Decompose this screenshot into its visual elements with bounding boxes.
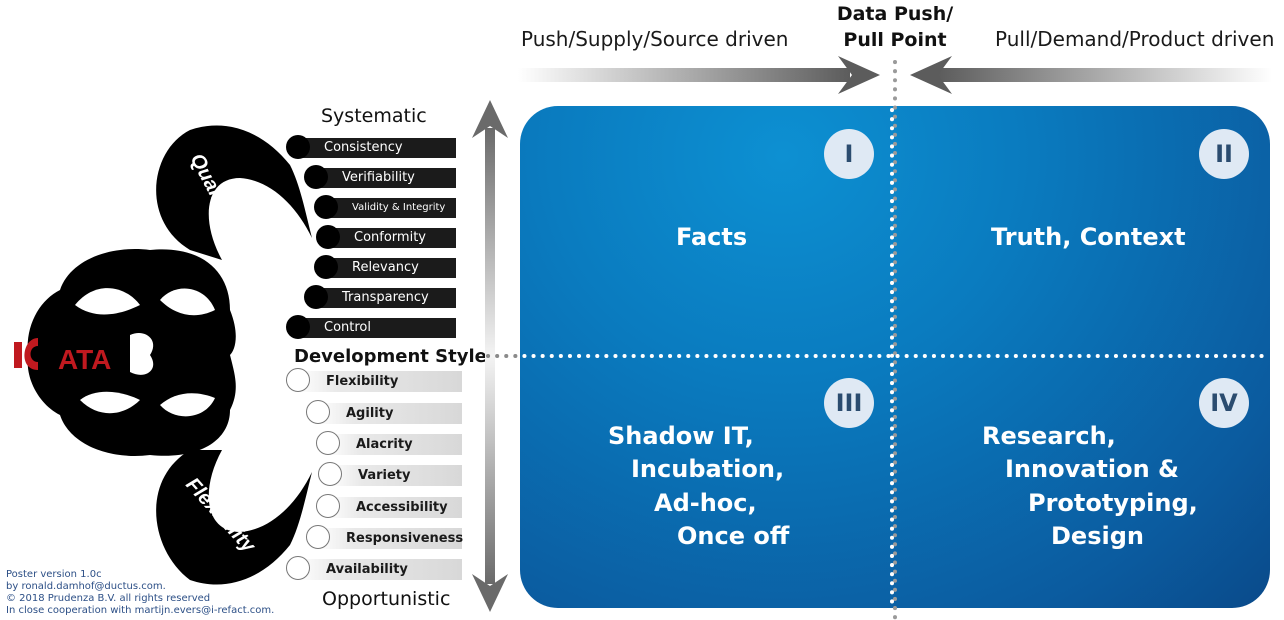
pull-label: Pull/Demand/Product driven [995, 27, 1275, 51]
flex-bullet [316, 494, 340, 518]
credit-line: In close cooperation with martijn.evers@… [6, 605, 275, 616]
bull-logo: ATA Quality Flexibility [14, 125, 312, 585]
flex-item-flexibility: Flexibility [286, 368, 462, 392]
opportunistic-label: Opportunistic [322, 588, 451, 610]
push-pull-point-title: Data Push/ Pull Point [820, 1, 970, 53]
flex-item-agility: Agility [306, 400, 462, 424]
quality-item-label: Conformity [354, 230, 426, 245]
credit-line: by ronald.damhof@ductus.com. [6, 581, 166, 592]
systematic-label: Systematic [321, 105, 427, 127]
pull-arrow [910, 56, 1272, 94]
push-label: Push/Supply/Source driven [521, 27, 789, 51]
quadrant-3-line-2: Incubation, [631, 455, 785, 483]
push-pull-title-line2: Pull Point [843, 29, 947, 51]
flex-item-label: Availability [326, 562, 408, 577]
flex-item-availability: Availability [286, 556, 462, 580]
development-style-label: Development Style [294, 346, 487, 367]
quadrant-3-line-4: Once off [677, 522, 790, 550]
credit-line: Poster version 1.0c [6, 569, 102, 580]
quality-bullet [314, 255, 338, 279]
flex-bullet [286, 368, 310, 392]
flex-bullet [286, 556, 310, 580]
logo-text: ATA [58, 344, 111, 375]
flex-bullet [306, 525, 330, 549]
quadrant-3-numeral: III [824, 378, 874, 428]
quality-chain: Consistency Verifiability Validity & Int… [0, 0, 470, 350]
quality-item-verifiability: Verifiability [304, 165, 456, 189]
quadrant-2-numeral: II [1199, 129, 1249, 179]
flex-item-label: Flexibility [326, 374, 399, 389]
flex-bullet [306, 400, 330, 424]
quality-bullet [314, 195, 338, 219]
quality-item-label: Consistency [324, 140, 403, 155]
credit-line: © 2018 Prudenza B.V. all rights reserved [6, 593, 211, 604]
quality-item-label: Control [324, 320, 371, 335]
flex-item-label: Accessibility [356, 500, 448, 515]
flex-item-label: Variety [358, 468, 411, 483]
bull-horns [156, 125, 312, 585]
flex-item-responsiveness: Responsiveness [306, 525, 464, 549]
quality-item-validity-integrity: Validity & Integrity [314, 195, 456, 219]
flex-item-label: Agility [346, 406, 394, 421]
quality-item-label: Transparency [342, 290, 429, 305]
poster-credits: Poster version 1.0c by ronald.damhof@duc… [6, 569, 274, 617]
quality-item-transparency: Transparency [304, 285, 456, 309]
quadrant-1-text: Facts [676, 223, 748, 251]
flex-bullet [316, 431, 340, 455]
quality-bullet [304, 165, 328, 189]
flex-bullet [318, 462, 342, 486]
quadrant-4-line-3: Prototyping, [1028, 489, 1198, 517]
quadrant-2-text: Truth, Context [991, 223, 1186, 251]
nose-ring [14, 338, 38, 370]
flex-item-alacrity: Alacrity [316, 431, 462, 455]
quality-item-label: Verifiability [342, 170, 415, 185]
quality-bullet [286, 135, 310, 159]
quadrant-4-line-2: Innovation & [1005, 455, 1179, 483]
quadrant-3-line-1: Shadow IT, [608, 422, 754, 450]
bull-head [27, 249, 236, 456]
quadrant-3-line-3: Ad-hoc, [654, 489, 757, 517]
quadrant-4-numeral: IV [1199, 378, 1249, 428]
quadrant-1-numeral: I [824, 129, 874, 179]
flex-item-accessibility: Accessibility [316, 494, 462, 518]
quality-item-label: Relevancy [352, 260, 419, 275]
flex-item-variety: Variety [318, 462, 462, 486]
quality-item-relevancy: Relevancy [314, 255, 456, 279]
push-pull-arrows [518, 56, 1272, 94]
flex-item-label: Responsiveness [346, 531, 464, 546]
quality-bullet [286, 315, 310, 339]
quadrant-4-line-1: Research, [982, 422, 1116, 450]
quality-bullet [316, 225, 340, 249]
flexibility-chain: Flexibility Agility Alacrity Variety Acc… [0, 0, 470, 600]
quality-item-label: Validity & Integrity [352, 202, 446, 213]
flex-item-label: Alacrity [356, 437, 413, 452]
quality-item-conformity: Conformity [316, 225, 456, 249]
quality-bullet [304, 285, 328, 309]
quality-item-control: Control [286, 315, 456, 339]
quadrant-4-line-4: Design [1051, 522, 1144, 550]
quality-item-consistency: Consistency [286, 135, 456, 159]
push-arrow [518, 56, 880, 94]
push-pull-title-line1: Data Push/ [836, 3, 954, 25]
